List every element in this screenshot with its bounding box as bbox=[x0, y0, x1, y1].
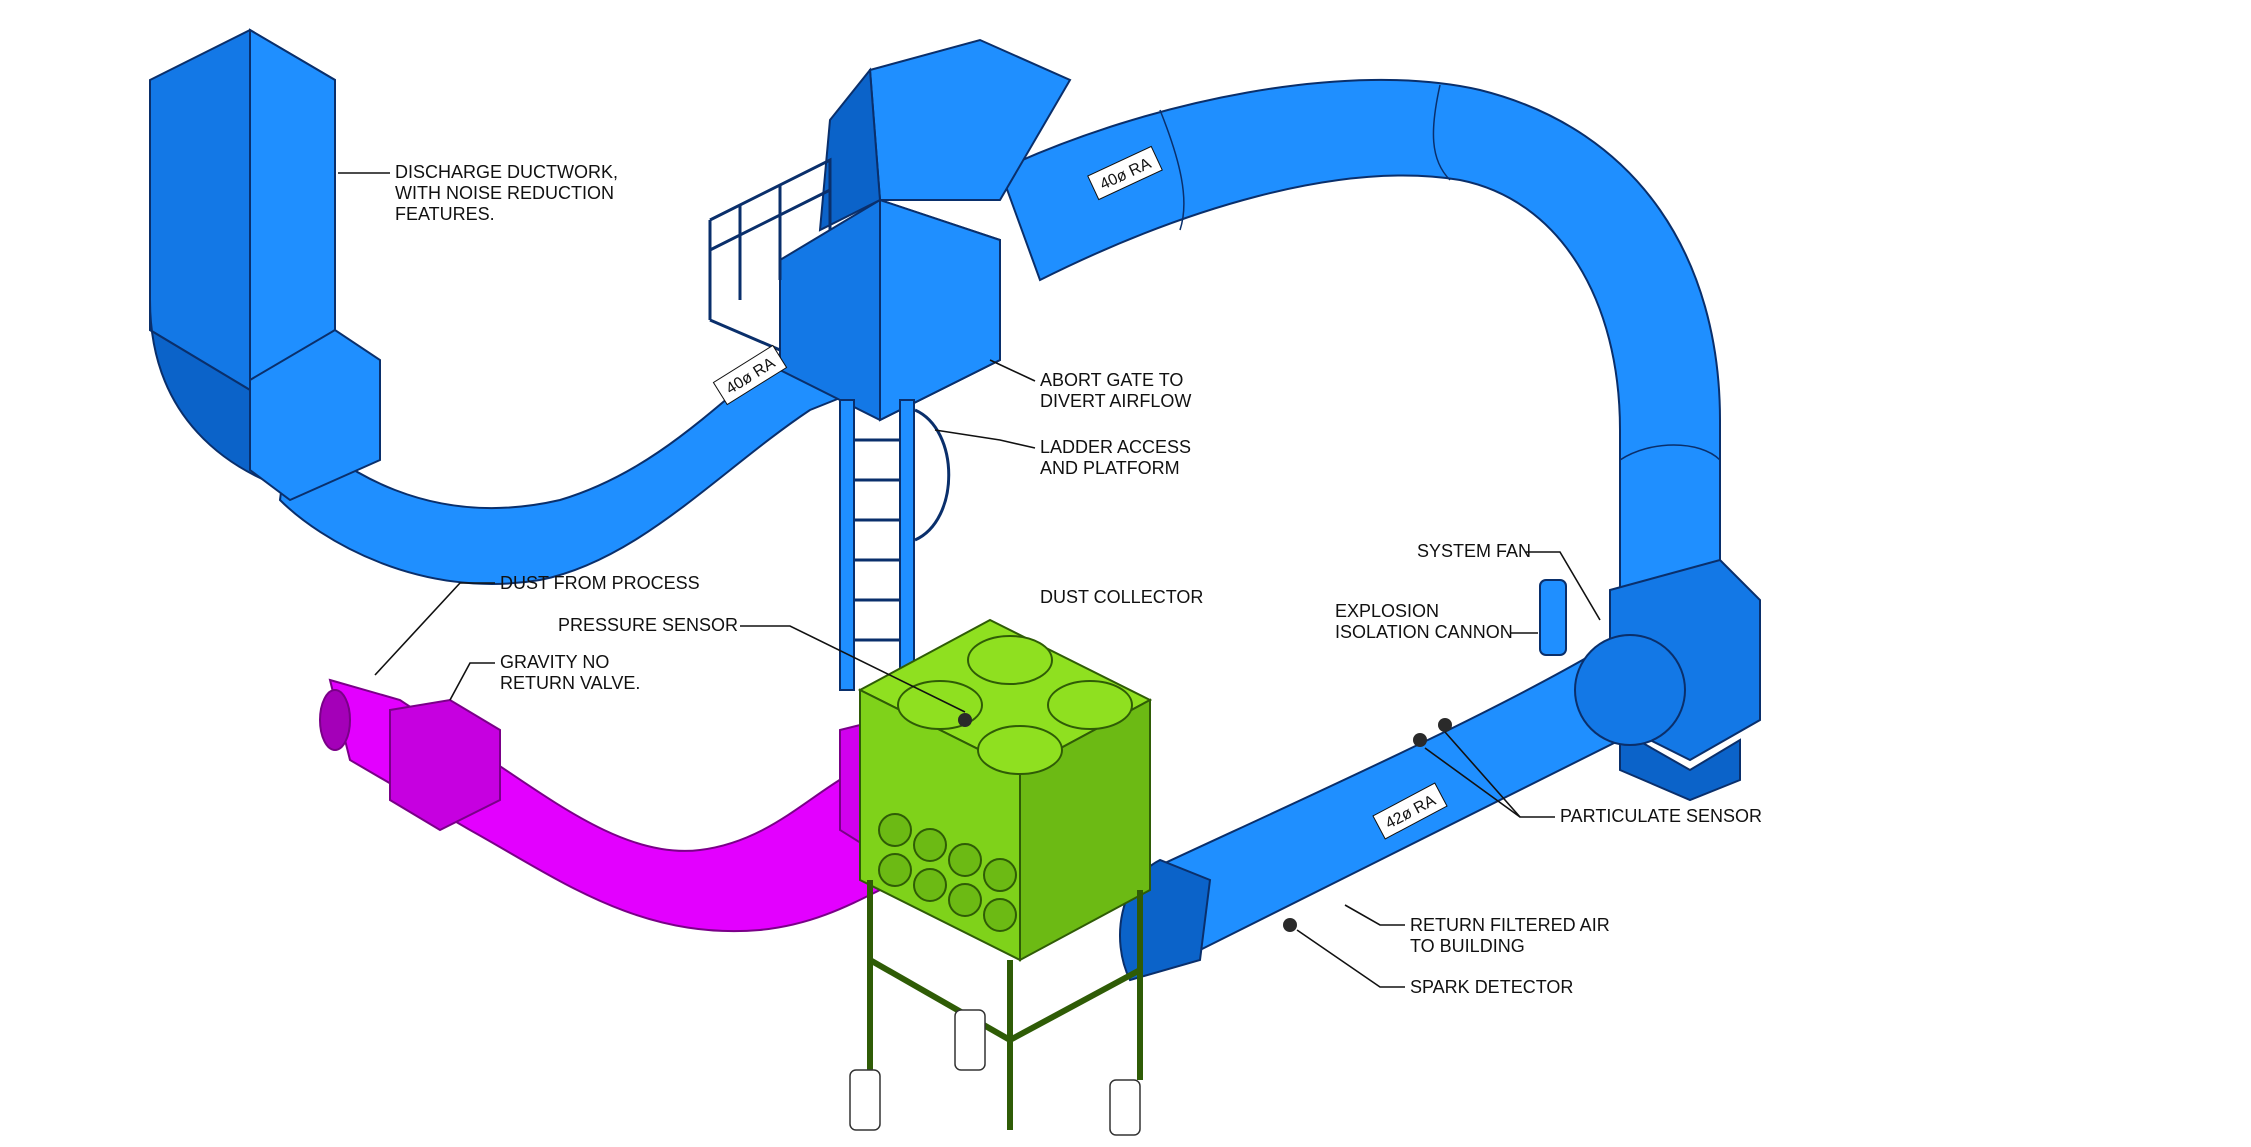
particulate-sensor-icon-2 bbox=[1438, 718, 1452, 732]
callout-spark-detector: SPARK DETECTOR bbox=[1410, 977, 1573, 997]
callout-dust-from-process: DUST FROM PROCESS bbox=[500, 573, 700, 593]
filter-cartridges bbox=[878, 813, 1017, 932]
sensors bbox=[958, 579, 1567, 932]
callout-return-air-1: RETURN FILTERED AIR bbox=[1410, 915, 1610, 935]
callouts: DISCHARGE DUCTWORK, WITH NOISE REDUCTION… bbox=[395, 162, 1762, 997]
abort-gate-assembly bbox=[708, 38, 1072, 422]
callout-discharge-1: DISCHARGE DUCTWORK, bbox=[395, 162, 618, 182]
callout-dust-collector: DUST COLLECTOR bbox=[1040, 587, 1203, 607]
callout-ladder-1: LADDER ACCESS bbox=[1040, 437, 1191, 457]
callout-pressure-sensor: PRESSURE SENSOR bbox=[558, 615, 738, 635]
platform-railing bbox=[708, 157, 832, 352]
callout-ladder-2: AND PLATFORM bbox=[1040, 458, 1180, 478]
particulate-sensor-icon bbox=[1413, 733, 1427, 747]
callout-particulate-sensor: PARTICULATE SENSOR bbox=[1560, 806, 1762, 826]
callout-gravity-valve-1: GRAVITY NO bbox=[500, 652, 609, 672]
pressure-sensor-icon bbox=[958, 713, 972, 727]
callout-explosion-1: EXPLOSION bbox=[1335, 601, 1439, 621]
callout-return-air-2: TO BUILDING bbox=[1410, 936, 1525, 956]
upper-left-duct bbox=[278, 298, 861, 585]
fan-stand bbox=[1619, 728, 1741, 802]
dust-collector bbox=[849, 618, 1153, 1136]
access-ladder bbox=[839, 399, 951, 691]
callout-gravity-valve-2: RETURN VALVE. bbox=[500, 673, 640, 693]
return-duct-loop bbox=[149, 28, 1761, 982]
explosion-cannon-icon bbox=[1539, 579, 1567, 656]
callout-system-fan: SYSTEM FAN bbox=[1417, 541, 1531, 561]
callout-explosion-2: ISOLATION CANNON bbox=[1335, 622, 1513, 642]
callout-discharge-3: FEATURES. bbox=[395, 204, 495, 224]
fan-inlet-ring bbox=[1574, 634, 1686, 746]
arch-duct bbox=[998, 78, 1721, 621]
discharge-stack-side bbox=[249, 28, 336, 392]
discharge-transition bbox=[249, 328, 381, 502]
collection-bins bbox=[849, 1009, 1141, 1136]
callout-discharge-2: WITH NOISE REDUCTION bbox=[395, 183, 614, 203]
spark-detector-icon bbox=[1283, 918, 1297, 932]
callout-abort-gate-2: DIVERT AIRFLOW bbox=[1040, 391, 1191, 411]
callout-abort-gate-1: ABORT GATE TO bbox=[1040, 370, 1183, 390]
collector-legs bbox=[867, 880, 1143, 1130]
leader-lines bbox=[338, 172, 1601, 988]
